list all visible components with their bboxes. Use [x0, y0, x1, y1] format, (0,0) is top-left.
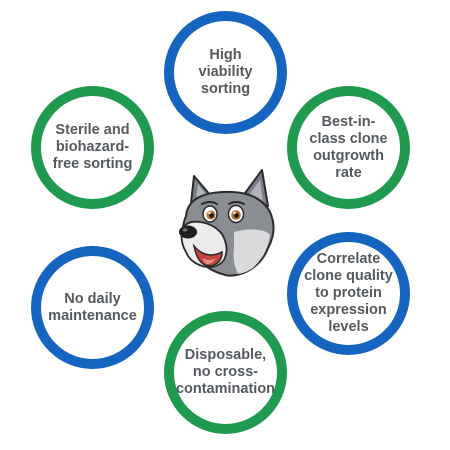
- feature-label: Best-in- class clone outgrowth rate: [309, 113, 388, 181]
- feature-no-maintenance: No daily maintenance: [31, 246, 154, 369]
- feature-high-viability: High viability sorting: [164, 11, 287, 134]
- feature-label: High viability sorting: [198, 47, 253, 97]
- feature-disposable: Disposable, no cross- contamination: [164, 311, 287, 434]
- feature-label: Disposable, no cross- contamination: [175, 347, 276, 397]
- feature-clone-quality: Correlate clone quality to protein expre…: [287, 232, 410, 355]
- wolf-mascot-icon: [179, 169, 275, 277]
- feature-label: Sterile and biohazard- free sorting: [52, 122, 133, 172]
- feature-label: Correlate clone quality to protein expre…: [304, 251, 393, 335]
- feature-label: No daily maintenance: [48, 290, 137, 324]
- feature-clone-outgrowth: Best-in- class clone outgrowth rate: [287, 86, 410, 209]
- feature-sterile-sorting: Sterile and biohazard- free sorting: [31, 86, 154, 209]
